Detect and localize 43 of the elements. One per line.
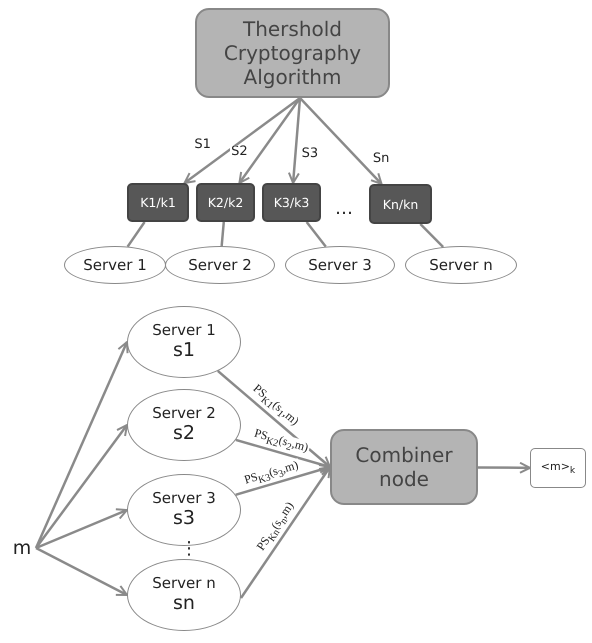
connector-line	[126, 221, 146, 248]
node-text: Server 3	[152, 490, 216, 508]
key-box	[369, 184, 432, 224]
arrow	[288, 98, 302, 184]
node-text: K2/k2	[208, 195, 244, 210]
node-text: Combiner node	[354, 443, 454, 491]
arrow	[299, 97, 383, 185]
process-box	[330, 429, 478, 505]
key-box	[127, 183, 189, 222]
arrow	[36, 508, 128, 550]
node-text: Server 2	[152, 405, 216, 423]
node-text: Server 1	[152, 322, 216, 340]
connector-line	[306, 221, 327, 248]
node-text: sn	[173, 592, 195, 615]
arrow	[35, 546, 128, 596]
node-label: m	[12, 537, 32, 559]
node-text: K3/k3	[274, 195, 310, 210]
node-text: Server 2	[188, 256, 252, 274]
node-text: Server 1	[83, 256, 147, 274]
node-text: s2	[173, 422, 195, 445]
arrow	[240, 466, 332, 599]
node-text: Server n	[429, 256, 493, 274]
process-box	[195, 8, 390, 98]
key-box	[262, 183, 321, 222]
node-text: Server n	[152, 575, 216, 593]
node-text: s1	[173, 340, 195, 362]
ellipsis-label: ⋮	[180, 540, 198, 558]
ellipsis-label: …	[335, 200, 353, 218]
connector-line	[419, 223, 444, 248]
arrow	[35, 424, 128, 549]
key-box	[196, 183, 255, 222]
arrow	[184, 97, 301, 184]
node-text: Server 3	[308, 256, 372, 274]
connector-line	[220, 222, 226, 246]
arrow	[478, 462, 531, 474]
output-box	[530, 448, 586, 488]
arrow	[34, 341, 129, 548]
node-text: Thershold Cryptography Algorithm	[222, 17, 362, 89]
node-text: K1/k1	[140, 195, 176, 210]
node-text: Kn/kn	[382, 196, 418, 212]
node-text: <m>$_{k}$	[540, 460, 576, 476]
node-text: s3	[173, 508, 195, 530]
arrow	[217, 370, 331, 468]
